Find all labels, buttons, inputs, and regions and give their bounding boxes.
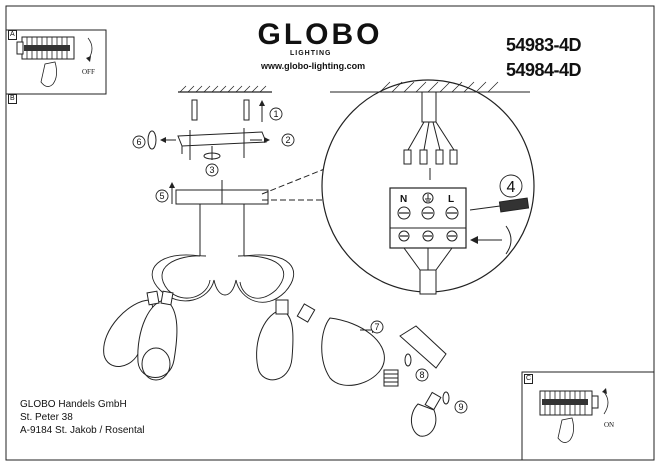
switch-off-label: OFF bbox=[82, 68, 95, 76]
brand-subtitle: LIGHTING bbox=[290, 50, 332, 57]
hand-icon bbox=[557, 417, 574, 443]
hand-icon bbox=[40, 61, 57, 87]
step-8: 8 bbox=[419, 370, 424, 380]
step-9: 9 bbox=[458, 402, 463, 412]
light-bulb-icon bbox=[411, 391, 442, 437]
section-c-fuse-on bbox=[521, 371, 655, 461]
step-markers bbox=[132, 107, 523, 414]
terminal-labels: N L bbox=[400, 194, 454, 205]
company-street: St. Peter 38 bbox=[20, 412, 73, 423]
fuse-box-icon bbox=[539, 390, 599, 416]
fuse-box-icon bbox=[16, 36, 75, 60]
company-name: GLOBO Handels GmbH bbox=[20, 399, 127, 410]
step-3: 3 bbox=[209, 165, 214, 175]
lamp-canopy bbox=[169, 180, 269, 256]
brand-logo: GLOBO bbox=[257, 18, 383, 51]
switch-on-label: ON bbox=[604, 421, 615, 429]
shade-3 bbox=[256, 309, 294, 381]
step-2: 2 bbox=[285, 135, 290, 145]
model-number-1: 54983-4D bbox=[506, 35, 582, 55]
page-border bbox=[5, 5, 655, 461]
step-1: 1 bbox=[273, 109, 278, 119]
screwdriver-icon bbox=[469, 197, 530, 213]
terminal-l: L bbox=[448, 194, 454, 205]
bulb-install-parts bbox=[360, 325, 450, 437]
ceiling-screws bbox=[191, 99, 265, 122]
model-number-2: 54984-4D bbox=[506, 60, 582, 80]
section-a-fuse-off bbox=[5, 29, 107, 95]
rotate-arrow-icon bbox=[603, 391, 609, 415]
wiring-detail bbox=[321, 79, 535, 295]
shade-2 bbox=[137, 299, 178, 378]
step-4: 4 bbox=[507, 179, 516, 196]
section-label-b: B bbox=[8, 94, 17, 104]
glass-shades bbox=[103, 299, 385, 386]
lamp-sockets bbox=[146, 290, 316, 323]
ceiling bbox=[178, 85, 272, 93]
step-5: 5 bbox=[159, 191, 164, 201]
section-label-a: A bbox=[8, 30, 17, 40]
website-url: www.globo-lighting.com bbox=[261, 61, 366, 71]
section-label-c: C bbox=[524, 374, 534, 384]
terminal-n: N bbox=[400, 194, 407, 205]
step-7: 7 bbox=[374, 322, 379, 332]
rotate-arrow-icon bbox=[470, 225, 512, 255]
step-numbers: 1 2 3 4 5 6 7 8 9 bbox=[136, 109, 515, 412]
step-6: 6 bbox=[136, 137, 141, 147]
shade-4 bbox=[321, 317, 385, 386]
earth-ground-icon bbox=[422, 192, 434, 204]
lamp-arms bbox=[151, 254, 295, 303]
mounting-bracket bbox=[147, 128, 270, 160]
detail-leader bbox=[261, 149, 373, 195]
company-city: A-9184 St. Jakob / Rosental bbox=[20, 425, 145, 436]
